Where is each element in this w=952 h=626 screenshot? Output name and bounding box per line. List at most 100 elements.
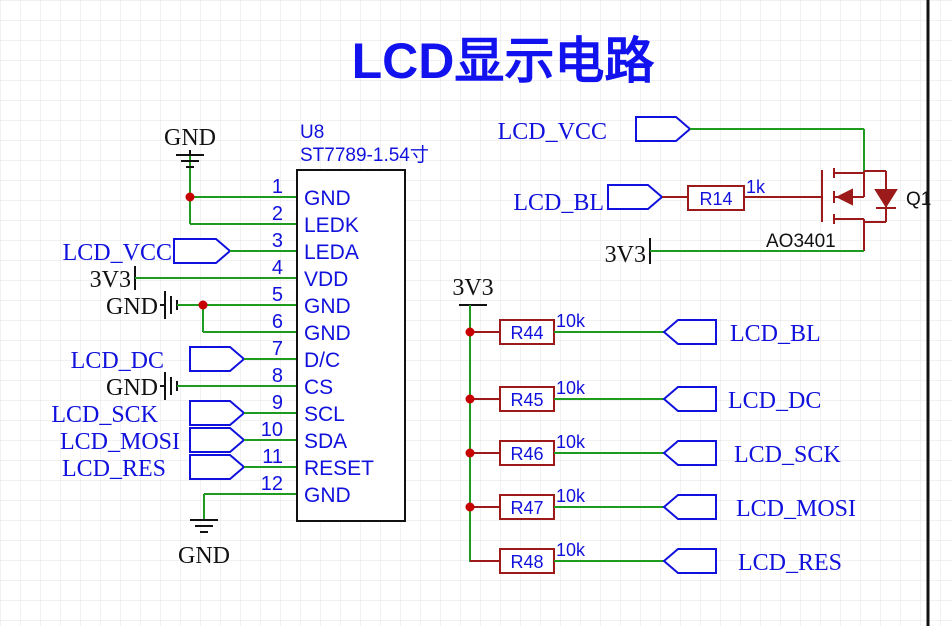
junction-pin1: [185, 192, 195, 202]
pullup-netport: [662, 386, 717, 412]
netport-lcd-vcc-left: [173, 238, 232, 264]
netport-lcd-dc-left: [189, 346, 246, 372]
lcd-pin-name: LEDK: [304, 214, 359, 237]
pullup-net-label: LCD_MOSI: [736, 496, 856, 522]
lcd-pin-name: D/C: [304, 349, 340, 372]
pullup-resistor-ref: R48: [510, 552, 543, 572]
lcd-pin-number: 7: [272, 338, 283, 360]
v3-left-label: 3V3: [90, 267, 131, 293]
pullup-resistor-ref: R46: [510, 444, 543, 464]
gnd-bottom-label: GND: [178, 543, 230, 569]
lcd-pin-name: SCL: [304, 403, 345, 426]
bl-lcd-bl-label: LCD_BL: [513, 190, 604, 216]
lcd-pin-number: 8: [272, 365, 283, 387]
lcd-pin-number: 6: [272, 311, 283, 333]
pullup-resistor-ref: R44: [510, 323, 543, 343]
gnd-pin5-label: GND: [106, 294, 158, 320]
lcd-section: GND LCD_VCC 3V3 GND LCD_DC: [51, 122, 429, 569]
pullup-netport: [662, 548, 717, 574]
pullup-net-label: LCD_RES: [738, 550, 842, 576]
lcd-pin-name: LEDA: [304, 241, 359, 264]
pullup-resistor-value: 10k: [556, 486, 586, 506]
pullup-junction: [465, 502, 475, 512]
netport-lcd-res-left: [189, 454, 246, 480]
lcd-ic-body: [296, 169, 406, 522]
gnd-top-label: GND: [164, 125, 216, 151]
lcd-pin-number: 12: [261, 473, 283, 495]
backlight-section: LCD_VCC LCD_BL R14 1k Q1: [498, 116, 931, 268]
gnd-symbol-pin5: [160, 291, 178, 319]
lcd-designator: U8: [300, 122, 324, 143]
lcd-pin-name: GND: [304, 484, 351, 507]
pullup-junction: [465, 448, 475, 458]
junction-pin5: [198, 300, 208, 310]
gnd-symbol-top: [176, 150, 204, 197]
pullup-resistor: [499, 386, 555, 412]
lcd-pin-name: GND: [304, 295, 351, 318]
lcd-pin-name: GND: [304, 187, 351, 210]
pullup-net-label: LCD_DC: [728, 388, 821, 414]
transistor-part: AO3401: [766, 231, 836, 252]
r14-value: 1k: [746, 177, 766, 197]
pullup-net-label: LCD_SCK: [734, 442, 841, 468]
lcd-pin-name: VDD: [304, 268, 348, 291]
lcd-pin-name: GND: [304, 322, 351, 345]
pullup-junction: [465, 394, 475, 404]
lcd-sck-left-label: LCD_SCK: [51, 402, 158, 428]
gnd-symbol-bottom: [190, 519, 218, 533]
lcd-pin-number: 1: [272, 176, 283, 198]
netport-lcd-bl-right: [607, 184, 664, 210]
pullup-v3-label: 3V3: [452, 275, 493, 301]
lcd-res-left-label: LCD_RES: [62, 456, 166, 482]
q1-label: Q1: [906, 189, 931, 210]
pullup-junction: [465, 327, 475, 337]
lcd-dc-left-label: LCD_DC: [71, 348, 164, 374]
gnd-pin8-label: GND: [106, 375, 158, 401]
pullup-resistor-value: 10k: [556, 432, 586, 452]
netport-lcd-vcc-right: [635, 116, 692, 142]
lcd-pin-number: 5: [272, 284, 283, 306]
bl-lcd-vcc-label: LCD_VCC: [498, 119, 607, 145]
resistor-r14: [687, 185, 745, 211]
pullup-netport: [662, 494, 717, 520]
lcd-pin-number: 9: [272, 392, 283, 414]
netport-lcd-mosi-left: [189, 427, 246, 453]
page-title: LCD显示电路: [352, 33, 656, 89]
lcd-part-name: ST7789-1.54寸: [300, 144, 429, 166]
pullup-resistor-ref: R45: [510, 390, 543, 410]
lcd-pin-name: SDA: [304, 430, 347, 453]
r14-ref: R14: [699, 189, 732, 209]
pullup-net-label: LCD_BL: [730, 321, 821, 347]
pullup-resistor: [499, 319, 555, 345]
lcd-mosi-left-label: LCD_MOSI: [60, 429, 180, 455]
netport-lcd-sck-left: [189, 400, 246, 426]
pullup-resistor-ref: R47: [510, 498, 543, 518]
lcd-pin-name: RESET: [304, 457, 374, 480]
bl-v3-label: 3V3: [605, 242, 646, 268]
pullup-resistor-value: 10k: [556, 378, 586, 398]
lcd-pin-name: CS: [304, 376, 333, 399]
pullup-resistor-value: 10k: [556, 311, 586, 331]
lcd-vcc-left-label: LCD_VCC: [63, 240, 172, 266]
pullup-netport: [662, 319, 717, 345]
lcd-pin-number: 4: [272, 257, 283, 279]
pullup-resistor-value: 10k: [556, 540, 586, 560]
lcd-pin-number: 11: [262, 446, 283, 468]
pullup-resistor: [499, 440, 555, 466]
lcd-pin-number: 2: [272, 203, 283, 225]
mosfet-q1: [821, 168, 898, 251]
pullup-resistor: [499, 548, 555, 574]
pullup-netport: [662, 440, 717, 466]
lcd-pin-number: 3: [272, 230, 283, 252]
lcd-pin-number: 10: [261, 419, 283, 441]
